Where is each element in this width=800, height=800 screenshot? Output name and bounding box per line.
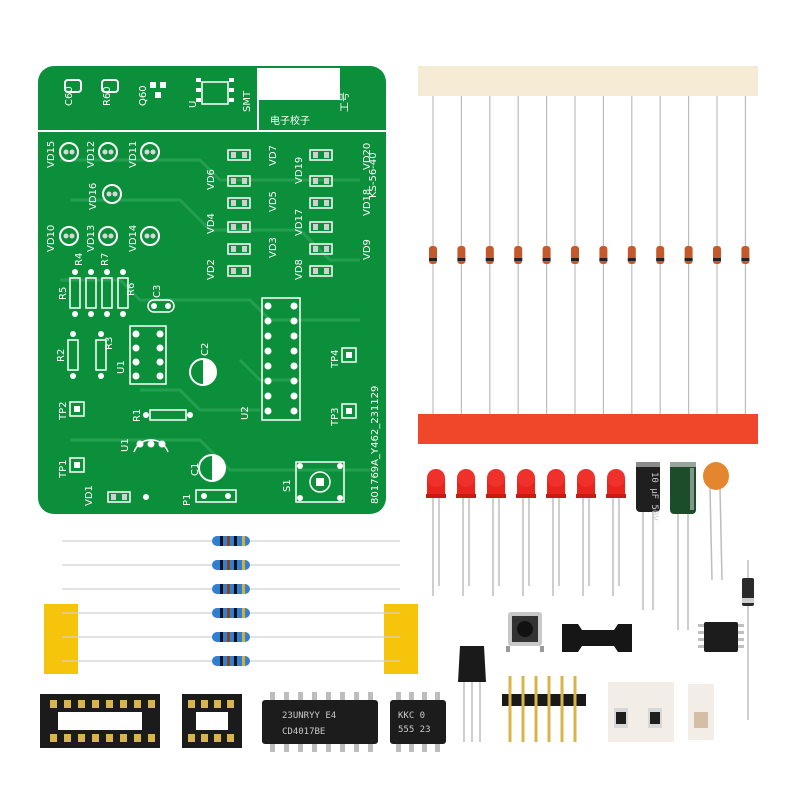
smt-label: SMT	[242, 90, 253, 112]
chip-cd4017-line1: 23UNRYY E4	[282, 711, 336, 721]
red-led-row	[426, 469, 626, 596]
label-vd14: VD14	[128, 225, 139, 252]
label-vd6: VD6	[206, 169, 217, 190]
label-r7: R7	[100, 253, 111, 266]
smd-reel-strip	[608, 682, 714, 742]
c60-pad	[64, 79, 82, 93]
soic-footprint	[196, 78, 234, 105]
label-vd19: VD19	[294, 157, 305, 184]
label-vd1: VD1	[84, 485, 95, 506]
chip-ne555-line1: KKC 0	[398, 711, 425, 721]
ic-socket-8	[182, 694, 242, 748]
label-s1: S1	[282, 479, 293, 492]
label-u-top: U	[188, 101, 199, 108]
label-tp1: TP1	[58, 459, 69, 479]
battery-clip	[562, 624, 632, 652]
label-vd2: VD2	[206, 259, 217, 280]
p1-header-footprint	[195, 489, 237, 503]
resistor-tape	[44, 536, 418, 674]
label-u1: U1	[116, 360, 127, 374]
label-r4: R4	[74, 253, 85, 266]
soic8-chip	[698, 622, 744, 652]
to92-transistor	[458, 646, 486, 742]
label-c60: C60	[64, 86, 75, 106]
label-c2: C2	[200, 343, 211, 356]
label-r60: R60	[102, 86, 113, 106]
diode-1n4148	[742, 560, 754, 720]
chip-ne555-line2: 555 23	[398, 725, 431, 735]
chip-cd4017: 23UNRYY E4 CD4017BE	[262, 692, 378, 752]
version-mark: KS-56-40	[368, 152, 379, 198]
label-c3: C3	[152, 285, 163, 298]
pcb-board: C60 R60 Q60 U SMT 电子校子 工号 VD15 VD12 VD11	[38, 66, 386, 514]
label-vd13: VD13	[86, 225, 97, 252]
u2-dip16-footprint	[261, 297, 301, 421]
label-tp4: TP4	[330, 349, 341, 369]
label-c1: C1	[190, 463, 201, 476]
label-box	[258, 68, 340, 100]
s1-switch-footprint	[295, 461, 345, 503]
capacitor-label: 10 µF 50V	[649, 472, 659, 521]
ic-socket-16	[40, 694, 160, 748]
r60-pad	[101, 79, 119, 93]
label-r3: R3	[104, 337, 115, 350]
chip-cd4017-line2: CD4017BE	[282, 727, 325, 737]
label-r5: R5	[58, 287, 69, 300]
label-vd3: VD3	[268, 237, 279, 258]
test-point-pads	[69, 347, 357, 473]
label-tp3: TP3	[330, 407, 341, 427]
label-u2: U2	[240, 406, 251, 420]
label-vd15: VD15	[46, 141, 57, 168]
silk-cn: 电子校子	[270, 114, 310, 127]
label-u1-transistor: U1	[120, 438, 131, 452]
label-r2: R2	[56, 349, 67, 362]
label-vd10: VD10	[46, 225, 57, 252]
label-r6: R6	[126, 283, 137, 296]
smd-led-pads	[227, 149, 333, 277]
corner-label: 工号	[339, 92, 351, 112]
label-vd20: VD20	[362, 143, 373, 170]
label-vd5: VD5	[268, 191, 279, 212]
u1-dip8-footprint	[129, 325, 167, 385]
tactile-switch	[506, 612, 544, 652]
resistor-footprints	[67, 277, 187, 421]
label-vd16: VD16	[88, 183, 99, 210]
ceramic-capacitor	[703, 462, 729, 581]
label-vd8: VD8	[294, 259, 305, 280]
label-q60: Q60	[138, 85, 149, 106]
label-vd4: VD4	[206, 213, 217, 234]
label-vd12: VD12	[86, 141, 97, 168]
board-id: 801769A_Y462_231129	[370, 386, 381, 504]
led-footprints	[59, 142, 160, 246]
pin-header	[502, 676, 586, 742]
label-vd7: VD7	[268, 145, 279, 166]
chip-ne555: KKC 0 555 23	[390, 692, 446, 752]
electrolytic-capacitors: 10 µF 50V	[636, 462, 696, 630]
label-vd9: VD9	[362, 239, 373, 260]
label-tp2: TP2	[58, 401, 69, 421]
label-vd11: VD11	[128, 141, 139, 168]
label-p1: P1	[182, 494, 193, 506]
label-vd18: VD18	[362, 189, 373, 216]
diode-tape	[418, 66, 758, 444]
label-vd17: VD17	[294, 209, 305, 236]
label-r1: R1	[132, 409, 143, 422]
